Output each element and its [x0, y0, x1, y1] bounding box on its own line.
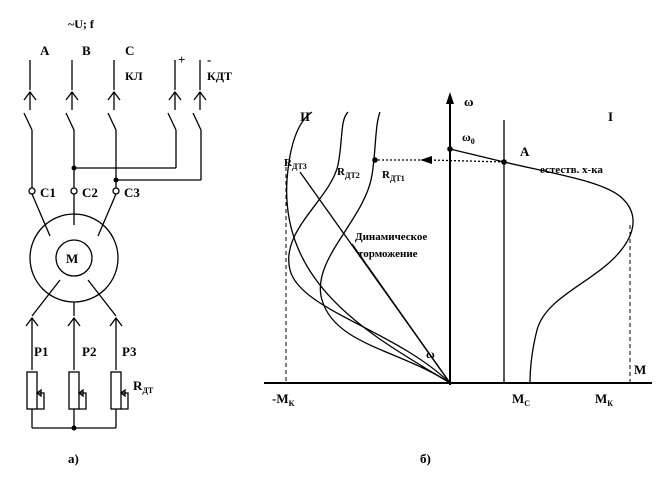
stator-label-c2: C2 — [82, 185, 98, 200]
resistor-label: RДТ — [133, 378, 154, 395]
rdt1-label: RДТ1 — [382, 169, 405, 183]
fuses — [23, 90, 207, 110]
rdt2-curve — [288, 111, 451, 384]
point-a-label: A — [520, 144, 530, 159]
electrical-schematic: ~U; f A B C КЛ + - КДТ — [23, 17, 232, 466]
omega-axis-arrow — [446, 92, 454, 104]
rotor-label-p1: P1 — [34, 344, 48, 359]
natural-characteristic — [449, 148, 634, 384]
stator-label-c3: C3 — [124, 185, 140, 200]
natural-characteristic-label: естеств. х-ка — [540, 164, 603, 176]
phase-b-label: B — [82, 43, 91, 58]
mk-neg-label: -MК — [272, 391, 295, 408]
rdt2-label: RДТ2 — [337, 166, 360, 180]
stator-wires — [31, 130, 202, 188]
rdt3-label: RДТ3 — [284, 157, 307, 171]
quadrant-ii-label: II — [300, 109, 310, 124]
quadrant-i-label: I — [608, 109, 613, 124]
kdt-label: КДТ — [207, 69, 232, 83]
schematic-caption: а) — [68, 451, 79, 466]
phase-c-label: C — [125, 43, 134, 58]
stator-label-c1: C1 — [40, 185, 56, 200]
plus-label: + — [178, 52, 185, 67]
mc-label: MС — [512, 391, 530, 408]
omega0-label: ω0 — [462, 130, 475, 146]
characteristics-graph: ω M II I естеств. х-ка ω0 A RДТ3 RДТ2 RД… — [264, 92, 652, 466]
omega-axis-label: ω — [464, 94, 474, 109]
rotor-wires — [25, 279, 123, 370]
rotor-label-p2: P2 — [82, 344, 96, 359]
braking-label-line2: торможение — [358, 248, 418, 260]
m-axis-label: M — [634, 362, 646, 377]
rotor-rheostats — [26, 371, 129, 431]
transition-arrow-line — [429, 159, 505, 163]
omega0-point — [447, 146, 453, 152]
motor-label: М — [66, 251, 78, 266]
phase-a-label: A — [40, 43, 50, 58]
braking-label-line1: Динамическое — [355, 231, 427, 243]
kl-label: КЛ — [125, 69, 143, 83]
contactor-switches — [23, 112, 202, 131]
supply-label: ~U; f — [68, 17, 95, 31]
rdt1-curve — [319, 111, 451, 384]
stator-terminals — [28, 187, 120, 237]
supply-lines — [29, 60, 201, 90]
graph-caption: б) — [420, 451, 431, 466]
transition-arrow-head — [420, 156, 432, 164]
minus-label: - — [207, 52, 211, 67]
omega-small-label: ω — [426, 347, 435, 361]
braking-line-2 — [351, 243, 451, 384]
rotor-label-p3: P3 — [122, 344, 137, 359]
mk-label: MК — [595, 391, 613, 408]
